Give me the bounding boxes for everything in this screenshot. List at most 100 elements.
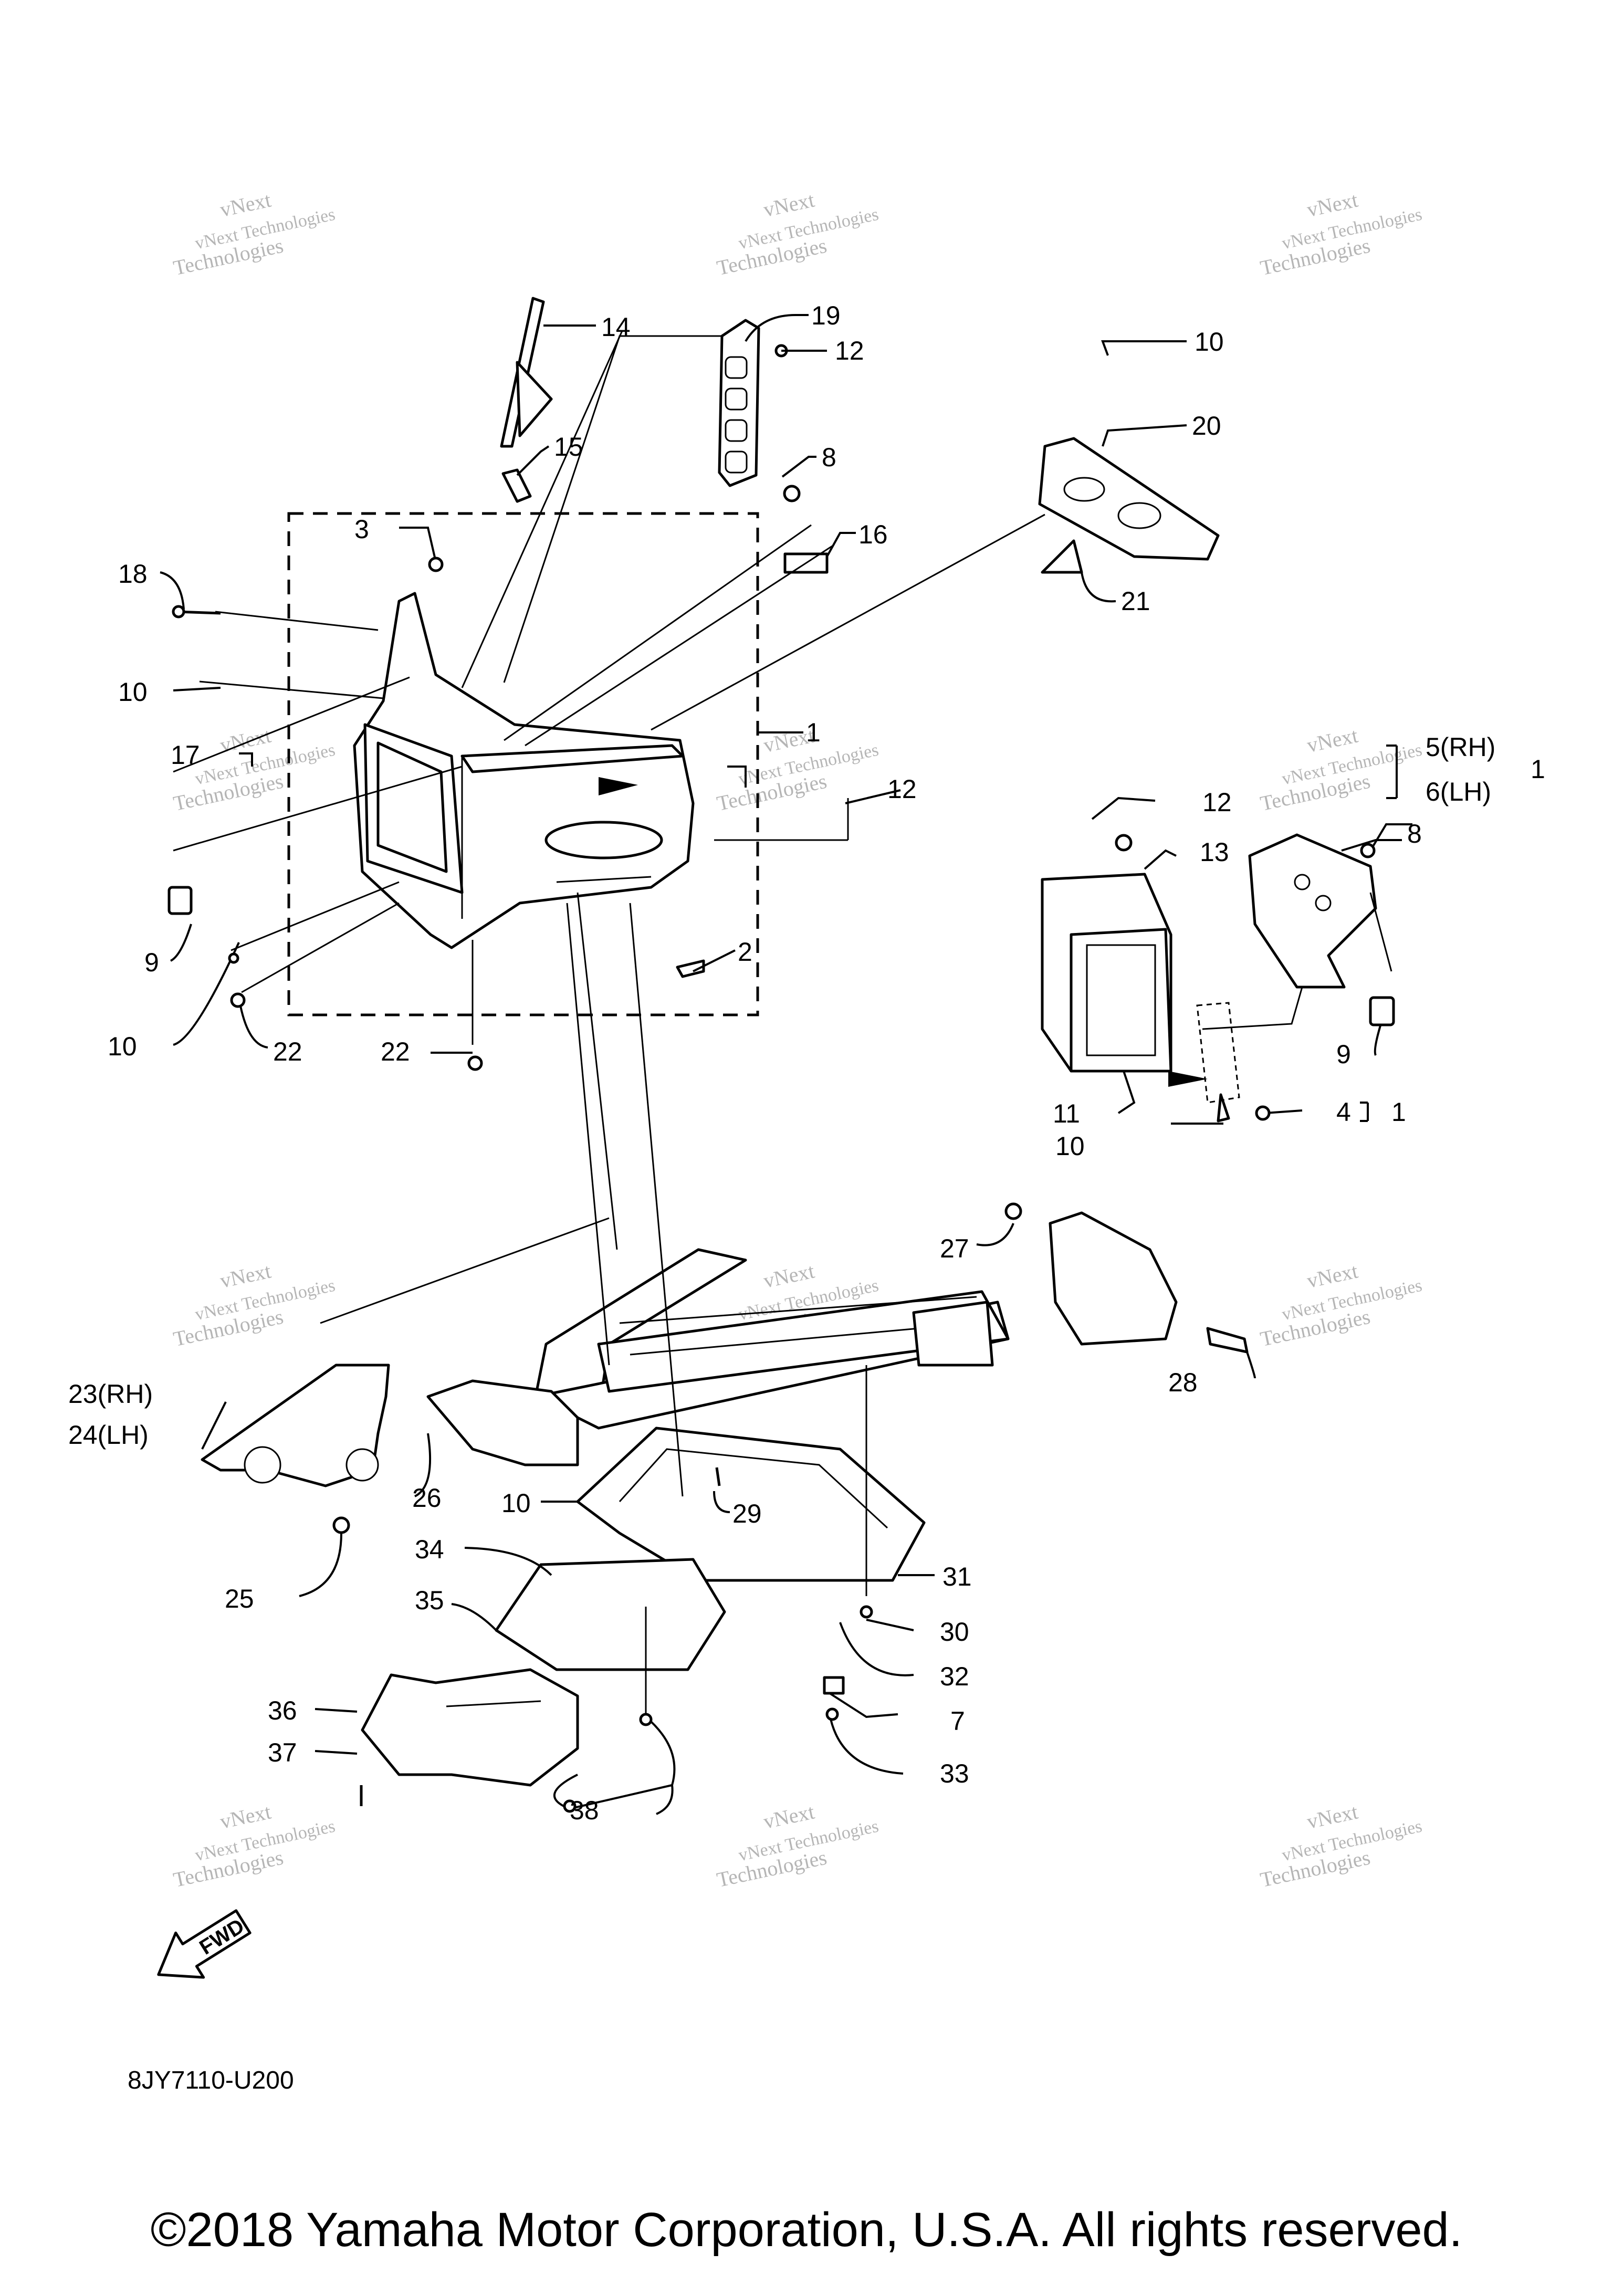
- fasteners: [228, 485, 1376, 1813]
- watermark-text: vNext: [1305, 1259, 1360, 1293]
- callout-c9a: 9: [144, 948, 159, 977]
- construction-lines: [173, 330, 1392, 1717]
- part-27-28-bracket: [1004, 1202, 1249, 1354]
- diagram-code: 8JY7110-U200: [128, 2067, 294, 2094]
- callout-c22b: 22: [381, 1037, 410, 1066]
- callout-c12b: 12: [887, 774, 917, 804]
- callout-c22a: 22: [273, 1037, 302, 1066]
- callout-c35: 35: [415, 1586, 444, 1615]
- part-14-panel: [500, 297, 553, 448]
- callout-c8b: 8: [1407, 819, 1422, 848]
- watermark-text: vNext: [761, 188, 816, 222]
- callout-c12c: 12: [1202, 788, 1232, 817]
- callout-c1b: 1: [1531, 754, 1545, 784]
- part-9-bushing: [167, 886, 193, 915]
- callout-c2: 2: [738, 937, 752, 967]
- front-frame-assembly: [353, 592, 695, 949]
- part-15-clip: [501, 468, 532, 503]
- callout-c1c: 1: [1391, 1097, 1406, 1127]
- part-11-ecu: [1070, 928, 1172, 1073]
- callout-c11: 11: [1053, 1099, 1080, 1128]
- callout-c3: 3: [354, 515, 369, 544]
- watermark-text: vNext: [1305, 1800, 1360, 1833]
- callout-c37: 37: [268, 1738, 297, 1767]
- part-31-skid-plate: [576, 1427, 926, 1582]
- part-25-nut: [332, 1516, 350, 1534]
- callout-c29: 29: [732, 1499, 762, 1528]
- part-2-clip: [676, 959, 705, 978]
- part-19-bracket: [718, 319, 760, 487]
- callout-c31: 31: [942, 1562, 972, 1591]
- part-23-24-mount: [201, 1364, 390, 1487]
- part-21-bracket: [1041, 539, 1083, 574]
- callout-c7: 7: [950, 1706, 965, 1736]
- callout-c10c: 10: [108, 1032, 137, 1061]
- callout-c36: 36: [268, 1696, 297, 1725]
- callout-c1a: 1: [806, 718, 821, 747]
- callout-c19: 19: [811, 301, 841, 330]
- callout-c10a: 10: [1195, 327, 1224, 357]
- callout-c28: 28: [1168, 1368, 1198, 1397]
- callout-c14: 14: [601, 312, 631, 342]
- fwd-arrow-icon: FWD: [157, 1909, 252, 1979]
- part-20-plate: [1038, 437, 1220, 561]
- callout-c10b: 10: [118, 677, 148, 707]
- part-35-skid-plate: [495, 1558, 726, 1671]
- leader-lines: [160, 314, 1412, 1815]
- direction-arrow-1: [599, 777, 638, 795]
- copyright-footer: ©2018 Yamaha Motor Corporation, U.S.A. A…: [150, 2203, 1463, 2257]
- callout-c27: 27: [940, 1234, 969, 1263]
- part-26-guard: [426, 1379, 579, 1466]
- part-9-bushing-right: [1369, 996, 1395, 1026]
- callout-c10d: 10: [1055, 1131, 1085, 1161]
- watermark-text: vNext: [761, 1259, 816, 1293]
- callout-c13: 13: [1200, 837, 1229, 867]
- callout-c33: 33: [940, 1759, 969, 1788]
- callout-c10e: 10: [501, 1488, 531, 1518]
- part-7-nut: [823, 1676, 845, 1695]
- callout-c15: 15: [554, 432, 583, 462]
- part-18-bolt: [172, 605, 221, 618]
- callout-c6: 6(LH): [1426, 777, 1491, 806]
- callout-c21: 21: [1121, 586, 1150, 616]
- callout-c25: 25: [225, 1584, 254, 1613]
- callout-c26: 26: [412, 1483, 442, 1513]
- part-5-6-mount: [1248, 833, 1377, 989]
- watermark-text: vNext: [761, 1800, 816, 1833]
- side-bracket-plate: [1196, 1002, 1240, 1104]
- callout-c30: 30: [940, 1617, 969, 1647]
- callout-c24: 24(LH): [68, 1420, 149, 1450]
- callout-c5: 5(RH): [1426, 732, 1495, 762]
- callout-c16: 16: [858, 520, 888, 549]
- watermark-text: vNext: [218, 1259, 273, 1293]
- callout-c4: 4: [1336, 1097, 1351, 1127]
- callout-c12a: 12: [835, 336, 864, 365]
- watermark-text: vNext: [218, 724, 273, 757]
- callout-c9b: 9: [1336, 1040, 1351, 1069]
- watermark-text: vNext: [218, 188, 273, 222]
- callout-c17: 17: [171, 740, 200, 770]
- direction-arrow-2: [1168, 1071, 1208, 1087]
- callout-c18: 18: [118, 559, 148, 589]
- callout-c20: 20: [1192, 411, 1221, 441]
- callout-c23: 23(RH): [68, 1379, 153, 1409]
- callout-c38: 38: [570, 1796, 599, 1825]
- callout-c34: 34: [415, 1535, 444, 1564]
- watermark-text: vNext: [1305, 188, 1360, 222]
- part-36-guard: [361, 1668, 579, 1787]
- watermark-text: vNext: [1305, 724, 1360, 757]
- watermark-text: vNext: [218, 1800, 273, 1833]
- callout-c8a: 8: [822, 443, 836, 472]
